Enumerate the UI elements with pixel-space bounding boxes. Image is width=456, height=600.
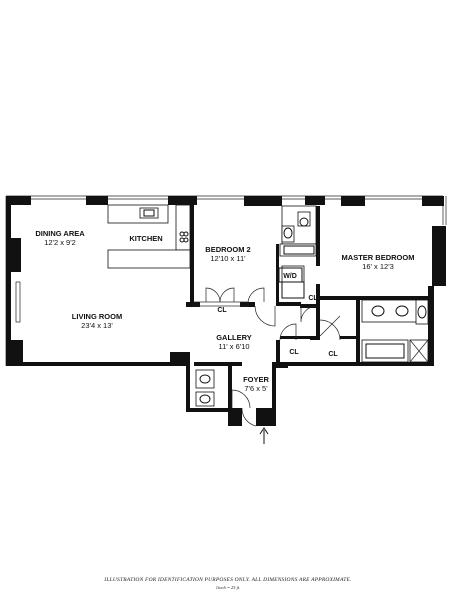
walls	[6, 196, 446, 426]
master-bedroom-dims: 16' x 12'3	[362, 262, 394, 271]
bedroom2-closet	[193, 287, 265, 307]
living-room-window	[15, 281, 21, 323]
kitchen-label: KITCHEN	[129, 234, 162, 243]
dining-area-label: DINING AREA	[35, 229, 85, 238]
washer-dryer-label: W/D	[283, 273, 297, 280]
bedroom2-label: BEDROOM 2	[205, 245, 250, 254]
closet-label-bedroom2: CL	[217, 307, 227, 314]
powder-room	[195, 369, 215, 407]
scale-text: 1inch = 25 ft.	[215, 585, 241, 590]
foyer-label: FOYER	[243, 375, 269, 384]
entry-arrow-icon	[259, 427, 269, 444]
master-bedroom-label: MASTER BEDROOM	[342, 253, 415, 262]
closet-label-hall: CL	[308, 295, 318, 302]
disclaimer-text: ILLUSTRATION FOR IDENTIFICATION PURPOSES…	[104, 577, 352, 583]
master-bathroom	[361, 299, 429, 363]
closet-label-gallery-2: CL	[328, 351, 338, 358]
room-labels: DINING AREA 12'2 x 9'2 KITCHEN BEDROOM 2…	[35, 229, 414, 393]
foyer-dims: 7'6 x 5'	[244, 384, 268, 393]
doors	[231, 305, 341, 427]
dining-area-dims: 12'2 x 9'2	[44, 238, 76, 247]
bedroom2-dims: 12'10 x 11'	[210, 254, 246, 263]
gallery-label: GALLERY	[216, 333, 252, 342]
living-room-dims: 23'4 x 13'	[81, 321, 113, 330]
living-room-label: LIVING ROOM	[72, 312, 122, 321]
gallery-dims: 11' x 6'10	[218, 342, 249, 351]
closet-label-gallery-1: CL	[289, 349, 299, 356]
bathroom-2	[279, 205, 317, 299]
closet-labels: CL CL CL CL W/D	[217, 267, 338, 358]
kitchen-fixtures	[107, 204, 191, 269]
